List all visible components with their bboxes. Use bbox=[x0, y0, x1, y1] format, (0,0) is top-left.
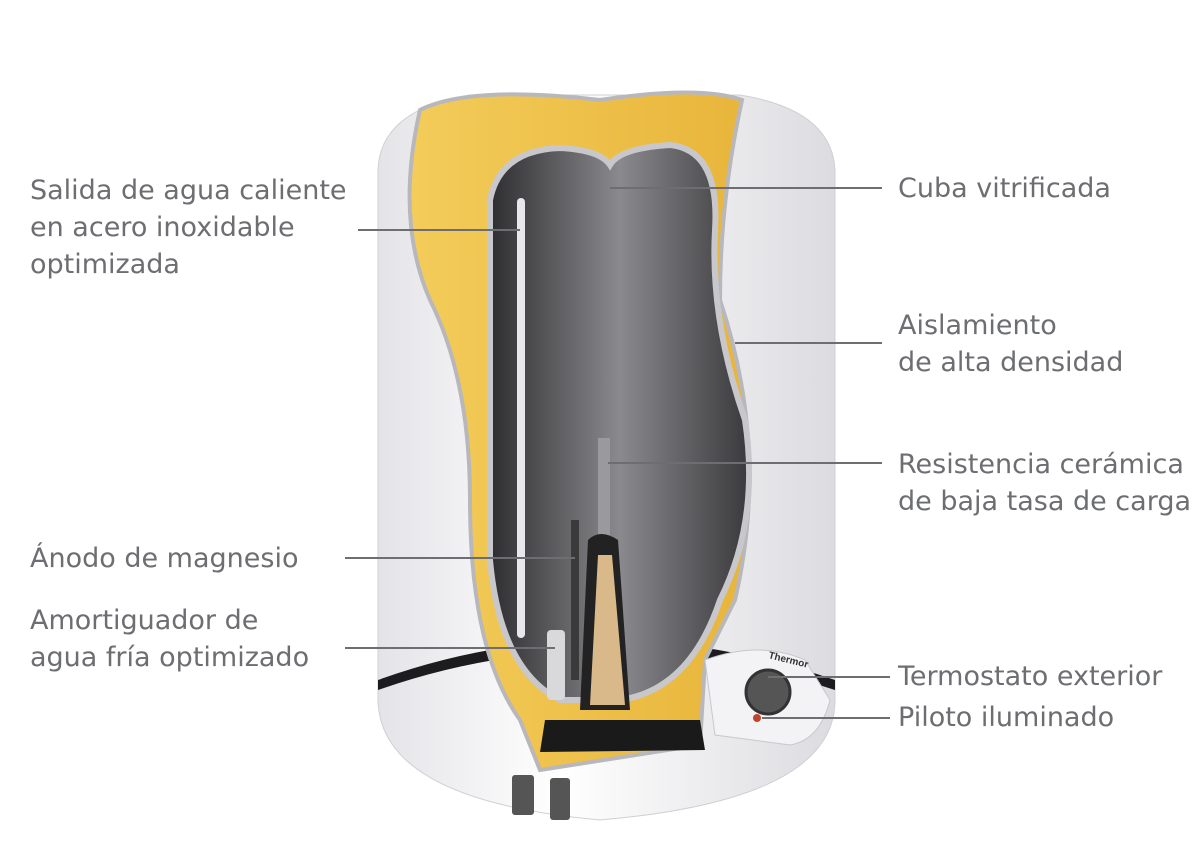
label-insulation: Aislamiento de alta densidad bbox=[898, 307, 1123, 381]
label-line: Amortiguador de bbox=[30, 605, 259, 636]
label-line: Termostato exterior bbox=[898, 661, 1163, 692]
label-damper: Amortiguador de agua fría optimizado bbox=[30, 602, 309, 676]
label-anode: Ánodo de magnesio bbox=[30, 540, 298, 577]
label-tank: Cuba vitrificada bbox=[898, 170, 1111, 207]
leader-line bbox=[608, 462, 882, 464]
hot-water-pipe bbox=[517, 198, 525, 638]
label-line: de baja tasa de carga bbox=[898, 486, 1192, 517]
pilot-light bbox=[753, 714, 761, 722]
leader-line bbox=[610, 187, 882, 189]
leader-line bbox=[345, 557, 575, 559]
label-line: Aislamiento bbox=[898, 310, 1057, 341]
label-line: de alta densidad bbox=[898, 347, 1124, 378]
label-line: Ánodo de magnesio bbox=[30, 543, 299, 574]
label-hot-water-outlet: Salida de agua caliente en acero inoxida… bbox=[30, 172, 347, 283]
label-line: Cuba vitrificada bbox=[898, 173, 1111, 204]
label-resistance: Resistencia cerámica de baja tasa de car… bbox=[898, 446, 1191, 520]
cold-water-damper bbox=[547, 630, 565, 700]
leader-line bbox=[768, 676, 890, 678]
label-line: agua fría optimizado bbox=[30, 642, 310, 673]
anode bbox=[571, 520, 579, 680]
label-line: Resistencia cerámica bbox=[898, 449, 1184, 480]
label-line: Salida de agua caliente bbox=[30, 175, 347, 206]
label-pilot: Piloto iluminado bbox=[898, 699, 1114, 736]
label-line: Piloto iluminado bbox=[898, 702, 1115, 733]
leader-line bbox=[358, 229, 520, 231]
leader-line bbox=[345, 647, 555, 649]
label-thermostat: Termostato exterior bbox=[898, 658, 1162, 695]
label-line: en acero inoxidable bbox=[30, 212, 295, 243]
label-line: optimizada bbox=[30, 249, 180, 280]
leader-line bbox=[762, 717, 890, 719]
thermostat-knob bbox=[744, 668, 792, 716]
leader-line bbox=[735, 342, 882, 344]
